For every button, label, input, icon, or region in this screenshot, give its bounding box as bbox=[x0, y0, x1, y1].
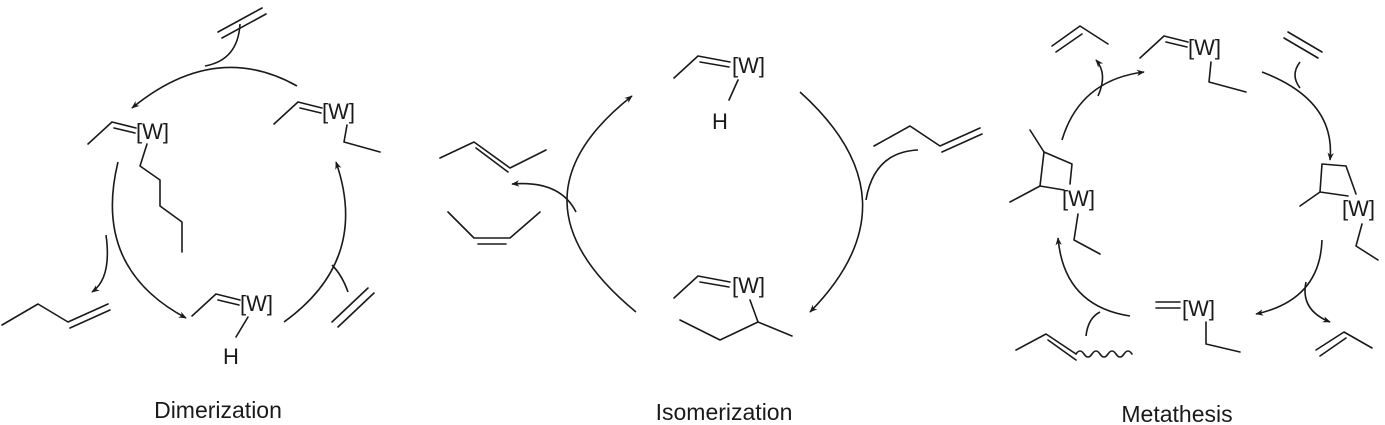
met-left-ethyl bbox=[1073, 213, 1101, 255]
iso-butene-out-curve bbox=[511, 180, 577, 213]
dim-right-ethyl bbox=[343, 124, 381, 153]
met-bottom-methylidene bbox=[1155, 301, 1181, 309]
met-olefin-in-wavy bbox=[1075, 350, 1133, 358]
iso-butene-in bbox=[873, 125, 983, 153]
dim-left-vinyl bbox=[87, 121, 137, 145]
met-top-metal: [W] bbox=[1188, 35, 1221, 60]
met-right-ethyl bbox=[1355, 223, 1379, 261]
met-top-ethyl bbox=[1208, 61, 1247, 93]
met-top-vinyl bbox=[1139, 35, 1189, 59]
met-left-ring-methyl2 bbox=[1009, 185, 1041, 203]
dim-arrow-top bbox=[131, 66, 298, 109]
met-right-ring bbox=[1319, 163, 1357, 197]
met-right-metal: [W] bbox=[1342, 196, 1375, 221]
met-propene-out-top bbox=[1051, 25, 1109, 53]
ethylene-in-bottom-curve bbox=[331, 264, 349, 293]
met-propene-out-bottom bbox=[1315, 331, 1373, 357]
iso-bottom-metal: [W] bbox=[732, 273, 765, 298]
met-propene-out-top-curve bbox=[1095, 59, 1104, 97]
met-arrow-left bbox=[1061, 69, 1145, 141]
met-ethylene-in-curve bbox=[1294, 61, 1301, 89]
iso-top-hydride: H bbox=[712, 109, 728, 134]
dim-bottom-metal: [W] bbox=[240, 291, 273, 316]
met-left-ring bbox=[1039, 151, 1073, 191]
iso-top-wh-bond bbox=[728, 79, 739, 101]
met-bottom-ethyl bbox=[1205, 321, 1241, 353]
dim-left-butyl bbox=[139, 143, 183, 253]
iso-arrow-left bbox=[566, 95, 637, 313]
caption-dimerization: Dimerization bbox=[154, 397, 282, 423]
caption-isomerization: Isomerization bbox=[656, 399, 793, 425]
trans-butene-product bbox=[439, 141, 547, 173]
met-right-methyl bbox=[1299, 191, 1321, 207]
dim-bottom-vinyl bbox=[191, 293, 241, 317]
iso-top-vinyl bbox=[673, 55, 731, 79]
met-olefin-in-curve bbox=[1085, 311, 1101, 337]
iso-bottom-alkyl bbox=[679, 299, 793, 341]
isomerization-cycle: [W] H [W] Isomerization bbox=[439, 53, 983, 425]
met-bottom-metal: [W] bbox=[1182, 296, 1215, 321]
iso-top-metal: [W] bbox=[732, 53, 765, 78]
iso-butene-in-curve bbox=[865, 149, 919, 201]
dim-bottom-hydride: H bbox=[223, 344, 239, 369]
dim-bottom-wh-bond bbox=[235, 316, 249, 338]
dim-left-metal: [W] bbox=[136, 119, 169, 144]
met-arrow-right bbox=[1255, 239, 1323, 316]
dim-arrow-left bbox=[111, 161, 187, 319]
dim-right-metal: [W] bbox=[322, 99, 355, 124]
met-left-metal: [W] bbox=[1062, 186, 1095, 211]
dimerization-cycle: [W] [W] H [W] Dimerization bbox=[1, 7, 381, 423]
dim-butene-out-curve bbox=[91, 234, 109, 293]
met-arrow-top-right bbox=[1261, 71, 1334, 161]
metathesis-cycle: [W] [W] [W] [W] Metathesis bbox=[1009, 25, 1379, 425]
met-left-ring-methyl bbox=[1029, 129, 1045, 153]
butene-product bbox=[1, 303, 111, 329]
met-arrow-bottom-left bbox=[1055, 237, 1131, 317]
cis-butene-product bbox=[447, 211, 541, 245]
caption-metathesis: Metathesis bbox=[1121, 401, 1232, 425]
ethylene-in-curve bbox=[204, 23, 241, 67]
dim-arrow-right bbox=[283, 161, 347, 323]
iso-bottom-vinyl bbox=[673, 275, 731, 299]
met-olefin-in bbox=[1015, 333, 1077, 361]
ethylene-in-top bbox=[217, 7, 267, 39]
dim-right-vinyl bbox=[273, 101, 323, 125]
iso-arrow-right bbox=[799, 91, 864, 313]
ethylene-in-bottom bbox=[331, 287, 375, 328]
met-propene-out-bottom-curve bbox=[1304, 281, 1331, 323]
met-ethylene-in bbox=[1283, 31, 1323, 59]
